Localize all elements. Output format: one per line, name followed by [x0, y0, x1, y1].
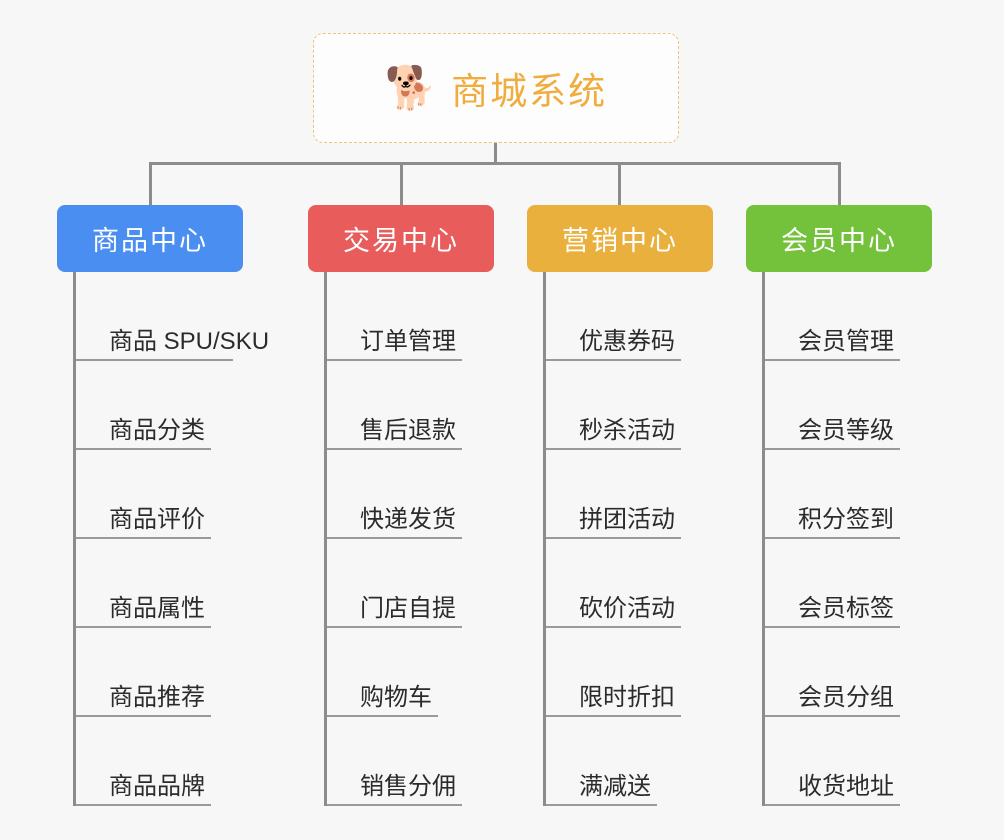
list-item[interactable]: 砍价活动: [546, 539, 681, 628]
leaf-label: 限时折扣: [579, 683, 675, 711]
leaf-list-marketing-center: 优惠券码 秒杀活动 拼团活动 砍价活动 限时折扣 满减送: [543, 272, 713, 806]
list-item[interactable]: 商品 SPU/SKU: [76, 272, 269, 361]
list-item[interactable]: 会员管理: [765, 272, 900, 361]
leaf-list-trade-center: 订单管理 售后退款 快递发货 门店自提 购物车 销售分佣: [324, 272, 494, 806]
list-item[interactable]: 优惠券码: [546, 272, 681, 361]
connector-root-stem: [494, 143, 497, 165]
leaf-label: 商品属性: [109, 594, 205, 622]
column-header-product-center[interactable]: 商品中心: [57, 205, 243, 272]
list-item[interactable]: 商品属性: [76, 539, 211, 628]
connector-drop-product-center: [149, 162, 152, 207]
list-item[interactable]: 限时折扣: [546, 628, 681, 717]
leaf-label: 订单管理: [360, 327, 456, 355]
list-item[interactable]: 会员等级: [765, 361, 900, 450]
list-item[interactable]: 秒杀活动: [546, 361, 681, 450]
list-item[interactable]: 拼团活动: [546, 450, 681, 539]
leaf-label: 销售分佣: [360, 772, 456, 800]
list-item[interactable]: 商品品牌: [76, 717, 211, 806]
column-header-label: 营销中心: [562, 226, 678, 256]
list-item[interactable]: 购物车: [327, 628, 438, 717]
leaf-label: 拼团活动: [579, 505, 675, 533]
leaf-label: 优惠券码: [579, 327, 675, 355]
column-header-marketing-center[interactable]: 营销中心: [527, 205, 713, 272]
list-item[interactable]: 收货地址: [765, 717, 900, 806]
column-header-label: 交易中心: [343, 226, 459, 256]
list-item[interactable]: 售后退款: [327, 361, 462, 450]
connector-drop-member-center: [838, 162, 841, 207]
list-item[interactable]: 销售分佣: [327, 717, 462, 806]
connector-drop-marketing-center: [618, 162, 621, 207]
leaf-list-member-center: 会员管理 会员等级 积分签到 会员标签 会员分组 收货地址: [762, 272, 932, 806]
column-header-label: 商品中心: [92, 226, 208, 256]
leaf-label: 商品分类: [109, 416, 205, 444]
leaf-label: 满减送: [579, 772, 651, 800]
list-item[interactable]: 快递发货: [327, 450, 462, 539]
leaf-label: 购物车: [360, 683, 432, 711]
list-item[interactable]: 商品推荐: [76, 628, 211, 717]
leaf-label: 会员管理: [798, 327, 894, 355]
leaf-label: 会员标签: [798, 594, 894, 622]
list-item[interactable]: 满减送: [546, 717, 657, 806]
connector-horizontal-bus: [149, 162, 841, 165]
column-header-member-center[interactable]: 会员中心: [746, 205, 932, 272]
leaf-label: 积分签到: [798, 505, 894, 533]
leaf-label: 商品评价: [109, 505, 205, 533]
root-node-title: 商城系统: [451, 71, 608, 112]
column-header-trade-center[interactable]: 交易中心: [308, 205, 494, 272]
leaf-label: 秒杀活动: [579, 416, 675, 444]
connector-drop-trade-center: [400, 162, 403, 207]
list-item[interactable]: 商品分类: [76, 361, 211, 450]
leaf-label: 商品推荐: [109, 683, 205, 711]
root-node-mall-system[interactable]: 🐕 商城系统: [313, 33, 679, 143]
list-item[interactable]: 积分签到: [765, 450, 900, 539]
column-header-label: 会员中心: [781, 226, 897, 256]
leaf-label: 商品 SPU/SKU: [109, 327, 270, 355]
leaf-list-product-center: 商品 SPU/SKU 商品分类 商品评价 商品属性 商品推荐 商品品牌: [73, 272, 277, 806]
leaf-label: 门店自提: [360, 594, 456, 622]
leaf-label: 快递发货: [360, 505, 456, 533]
leaf-label: 砍价活动: [579, 594, 675, 622]
leaf-label: 售后退款: [360, 416, 456, 444]
list-item[interactable]: 会员分组: [765, 628, 900, 717]
shiba-dog-face-icon: 🐕: [384, 64, 438, 111]
leaf-label: 商品品牌: [109, 772, 205, 800]
list-item[interactable]: 商品评价: [76, 450, 211, 539]
list-item[interactable]: 订单管理: [327, 272, 462, 361]
leaf-label: 会员等级: [798, 416, 894, 444]
leaf-label: 会员分组: [798, 683, 894, 711]
leaf-label: 收货地址: [798, 772, 894, 800]
list-item[interactable]: 会员标签: [765, 539, 900, 628]
list-item[interactable]: 门店自提: [327, 539, 462, 628]
